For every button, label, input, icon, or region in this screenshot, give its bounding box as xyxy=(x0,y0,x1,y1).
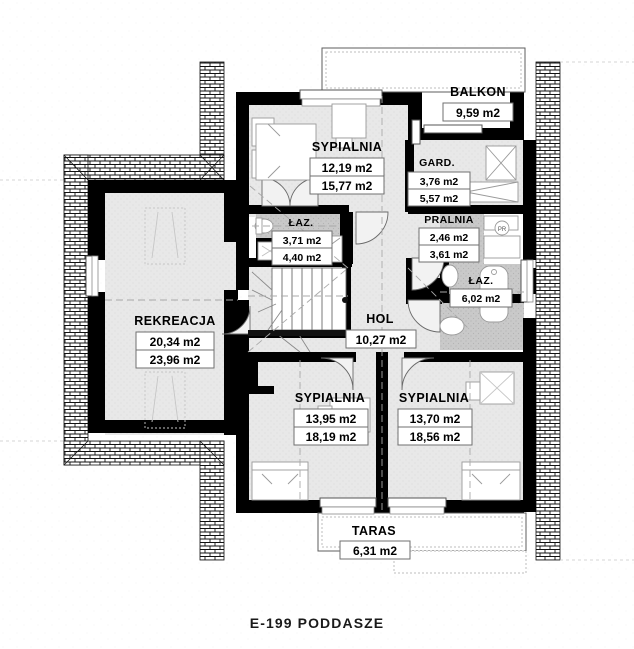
room-area-gard-1: 3,76 m2 xyxy=(420,176,459,188)
room-label-rekreacja: REKREACJA 20,34 m2 23,96 m2 xyxy=(134,314,215,369)
room-area-balkon-1: 9,59 m2 xyxy=(456,106,500,120)
area-box-syp-lr-2 xyxy=(397,426,473,446)
room-label-sypialnia-lower-right: SYPIALNIA 13,70 m2 18,56 m2 xyxy=(397,391,473,446)
room-area-pralnia-1: 2,46 m2 xyxy=(430,232,469,244)
roof-outline-hatch xyxy=(0,61,634,561)
room-area-rekreacja-2: 23,96 m2 xyxy=(150,353,201,367)
area-box-laz-right-1 xyxy=(449,288,513,308)
room-label-balkon: BALKON 9,59 m2 xyxy=(442,85,514,122)
room-label-taras: TARAS 6,31 m2 xyxy=(339,524,411,560)
room-area-pralnia-2: 3,61 m2 xyxy=(430,249,469,261)
area-box-rekreacja-2 xyxy=(135,349,215,369)
room-area-hol-1: 10,27 m2 xyxy=(356,333,407,347)
room-label-sypialnia-upper: SYPIALNIA 12,19 m2 15,77 m2 xyxy=(309,140,385,195)
room-label-gard: GARD. 3,76 m2 5,57 m2 xyxy=(407,157,471,207)
room-area-gard-2: 5,57 m2 xyxy=(420,193,459,205)
room-area-sypialnia-upper-1: 12,19 m2 xyxy=(322,161,373,175)
room-area-laz-left-1: 3,71 m2 xyxy=(283,235,322,247)
room-area-syp-lr-2: 18,56 m2 xyxy=(410,430,461,444)
room-name-taras: TARAS xyxy=(352,524,396,538)
room-name-pralnia: PRALNIA xyxy=(424,214,473,226)
area-box-taras-1 xyxy=(339,540,411,560)
room-area-taras-1: 6,31 m2 xyxy=(353,544,397,558)
room-area-laz-right-1: 6,02 m2 xyxy=(462,293,501,305)
area-box-laz-left-2 xyxy=(271,247,333,266)
room-name-sypialnia-lower-right: SYPIALNIA xyxy=(399,391,469,405)
staircase xyxy=(248,267,348,353)
area-box-hol-1 xyxy=(345,329,417,349)
room-area-laz-left-2: 4,40 m2 xyxy=(283,252,322,264)
room-name-balkon: BALKON xyxy=(450,85,506,99)
room-name-sypialnia-upper: SYPIALNIA xyxy=(312,140,382,154)
room-name-laz-left: ŁAZ. xyxy=(289,217,314,229)
room-name-gard: GARD. xyxy=(419,157,455,169)
area-box-sypialnia-upper-2 xyxy=(309,175,385,195)
room-label-sypialnia-lower-left: SYPIALNIA 13,95 m2 18,19 m2 xyxy=(293,391,369,446)
room-name-laz-right: ŁAZ. xyxy=(469,275,494,287)
appliance-badge-label: PR xyxy=(498,227,507,233)
room-area-syp-lr-1: 13,70 m2 xyxy=(410,412,461,426)
room-label-laz-right: ŁAZ. 6,02 m2 xyxy=(449,275,513,308)
room-name-sypialnia-lower-left: SYPIALNIA xyxy=(295,391,365,405)
room-area-sypialnia-upper-2: 15,77 m2 xyxy=(322,179,373,193)
room-label-laz-left: ŁAZ. 3,71 m2 4,40 m2 xyxy=(271,217,333,266)
room-area-syp-ll-1: 13,95 m2 xyxy=(306,412,357,426)
plan-title: E-199 PODDASZE xyxy=(249,615,385,631)
room-label-pralnia: PRALNIA 2,46 m2 3,61 m2 xyxy=(418,214,480,263)
room-area-syp-ll-2: 18,19 m2 xyxy=(306,430,357,444)
area-box-pralnia-2 xyxy=(418,244,480,263)
room-area-rekreacja-1: 20,34 m2 xyxy=(150,335,201,349)
windows xyxy=(85,89,534,515)
area-box-syp-ll-2 xyxy=(293,426,369,446)
room-name-rekreacja: REKREACJA xyxy=(134,314,215,328)
area-box-balkon xyxy=(442,102,514,122)
area-box-gard-2 xyxy=(407,188,471,207)
room-name-hol: HOL xyxy=(366,312,394,326)
room-label-hol: HOL 10,27 m2 xyxy=(345,312,417,349)
